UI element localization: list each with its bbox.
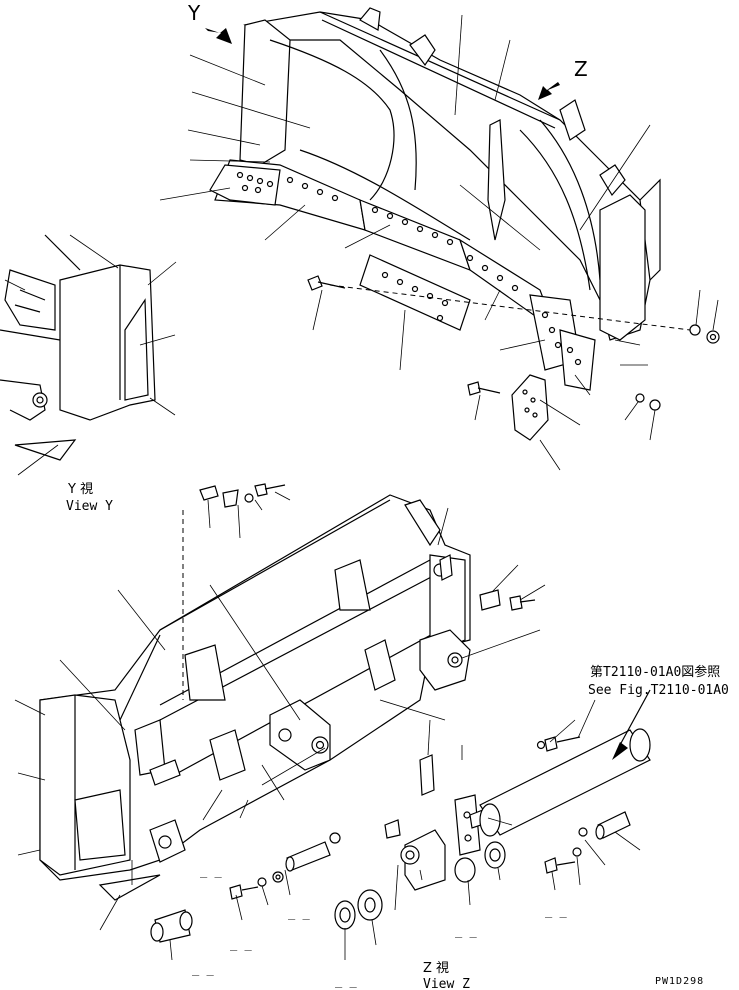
blade-bolt-holes — [236, 171, 582, 366]
dash-mark-4: _ _ — [335, 974, 357, 988]
view-arrow-z — [538, 82, 560, 100]
drawing-code: PW1D298 — [655, 976, 704, 987]
reference-en: See Fig.T2110-01A0 — [588, 683, 729, 698]
view-z-en: View Z — [423, 977, 470, 990]
dash-mark-6: _ _ — [545, 904, 567, 918]
dash-mark-5: _ _ — [455, 924, 477, 938]
gusset-left — [184, 644, 226, 701]
view-arrow-y — [205, 28, 232, 44]
reference-jp: 第T2110-01A0図参照 — [590, 664, 720, 680]
view-y-jp: Y 視 — [67, 482, 93, 497]
center-yoke — [269, 699, 331, 771]
washer-top-right — [689, 324, 701, 336]
pivot-block — [404, 829, 446, 891]
cutting-edge-detached — [359, 254, 471, 331]
dash-mark-7: _ _ — [200, 864, 222, 878]
end-bit — [511, 374, 549, 441]
exploded-parts-lower — [150, 689, 651, 961]
marker-y: Y — [187, 1, 201, 25]
view-y-inset: Y 視 View Y — [0, 234, 177, 514]
leader-lines-top — [159, 14, 719, 471]
gusset-right — [334, 559, 371, 611]
blade-assembly-top: Y Z — [159, 1, 720, 471]
leader-lines-bottom — [14, 491, 546, 931]
dash-mark-3: _ _ — [288, 906, 310, 920]
frame-assembly-bottom: _ _ _ _ _ _ _ _ _ _ _ _ _ _ — [14, 483, 651, 988]
view-y-en: View Y — [66, 499, 113, 514]
marker-z: Z — [574, 57, 588, 81]
dash-mark-1: _ _ — [192, 962, 214, 976]
view-z-jp: Z 視 — [423, 961, 449, 976]
dash-mark-2: _ _ — [230, 937, 252, 951]
